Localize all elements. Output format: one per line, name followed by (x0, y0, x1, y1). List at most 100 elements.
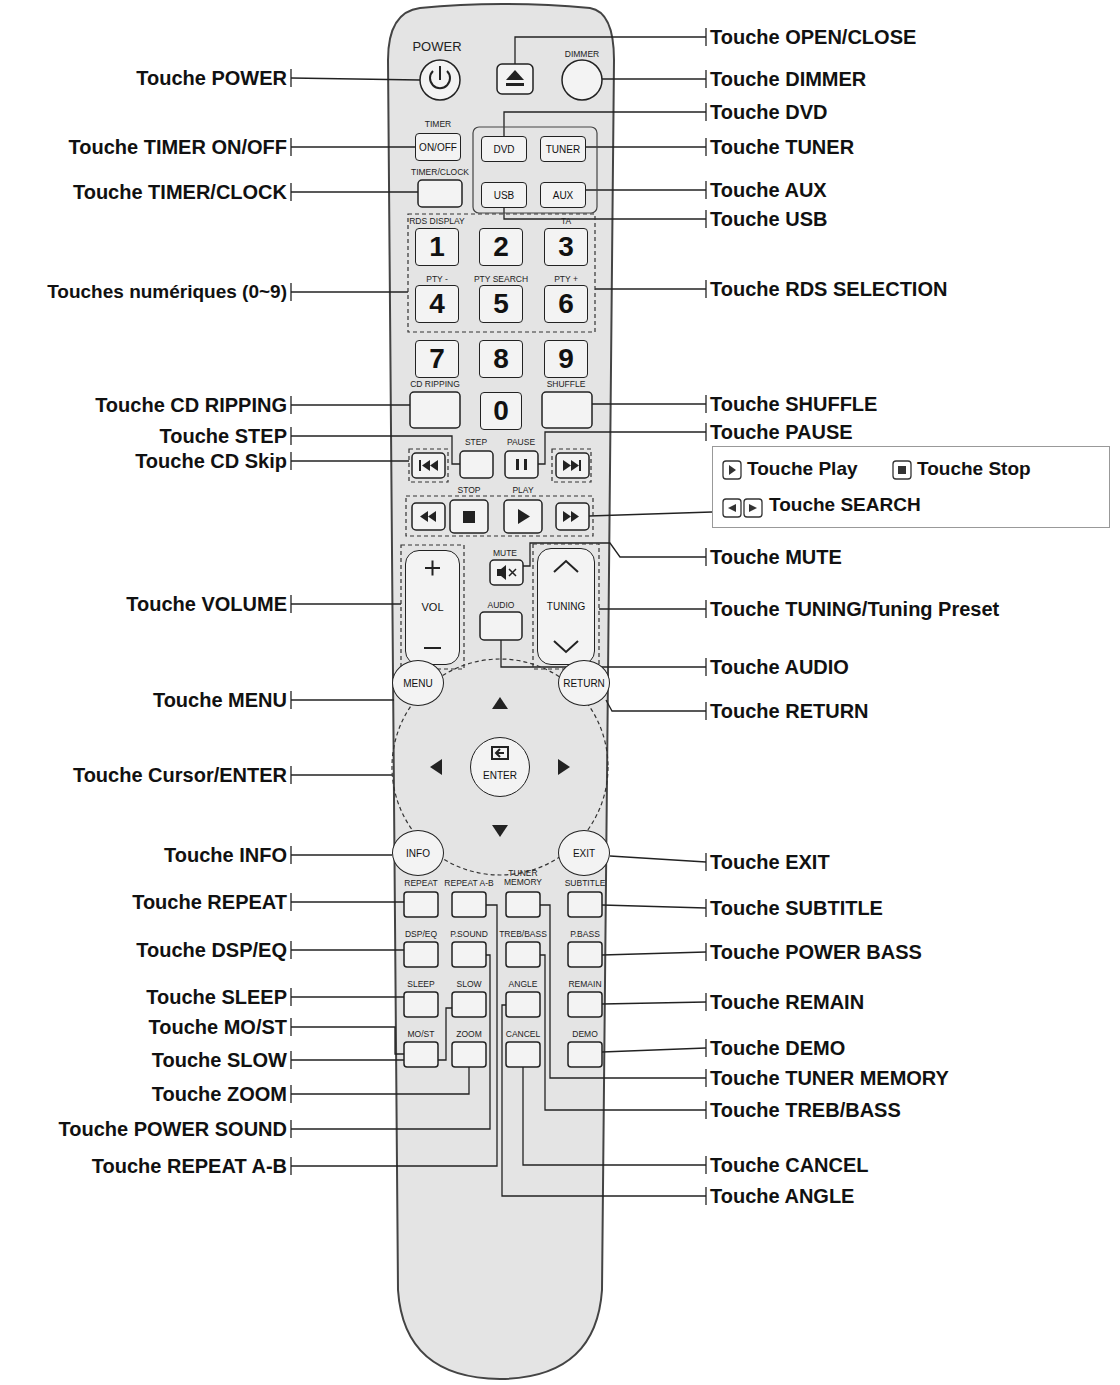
button-key: EXIT (558, 830, 610, 876)
remote-part (723, 461, 741, 479)
key-label: 6 (558, 289, 574, 320)
key-caption: TUNER MEMORY (503, 869, 543, 887)
key-caption: P.SOUND (450, 930, 488, 939)
remote-part (568, 942, 602, 967)
remote-part (705, 1101, 706, 1119)
callout-label: Touche ANGLE (710, 1186, 854, 1207)
remote-part (562, 60, 602, 100)
remote-part (705, 899, 706, 917)
remote-part (705, 1039, 706, 1057)
remote-part (290, 1120, 291, 1138)
remote-part (705, 943, 706, 961)
key-caption: TIMER/CLOCK (411, 168, 469, 177)
key-caption: PTY - (426, 275, 448, 284)
key-label: RETURN (563, 678, 605, 689)
remote-part (450, 500, 488, 533)
remote-part (705, 103, 706, 121)
callout-label: Touche USB (710, 209, 827, 230)
remote-part (291, 996, 404, 997)
remote-part (571, 511, 579, 522)
button-key: TUNING (537, 548, 595, 665)
remote-part (418, 180, 462, 207)
key-caption: PLAY (512, 486, 533, 495)
button-key: 5 (479, 285, 523, 323)
callout-label: Touche TUNER MEMORY (710, 1068, 949, 1089)
key-label: 3 (558, 232, 574, 263)
key-caption: ZOOM (456, 1030, 482, 1039)
remote-part (291, 854, 392, 855)
remote-part (729, 465, 736, 475)
remote-part (290, 427, 291, 445)
callout-label: Touche DIMMER (710, 69, 866, 90)
key-caption: RDS DISPLAY (409, 217, 465, 226)
button-key: 4 (415, 285, 459, 323)
key-caption: MUTE (493, 549, 517, 558)
remote-part (571, 460, 579, 471)
remote-part (515, 37, 706, 64)
remote-part (430, 460, 438, 471)
key-caption: SLOW (456, 980, 481, 989)
key-label: USB (494, 190, 515, 201)
remote-part (409, 449, 448, 482)
callout-label: Touche REPEAT (132, 892, 287, 913)
button-key: 7 (415, 340, 459, 378)
key-caption: TIMER (425, 120, 451, 129)
remote-part (408, 214, 595, 332)
key-symbol (470, 737, 530, 797)
key-label: DVD (493, 144, 514, 155)
remote-part (893, 461, 911, 479)
remote-part (602, 1002, 706, 1004)
remote-part (602, 1048, 706, 1052)
remote-part (463, 511, 475, 523)
remote-part (556, 503, 589, 530)
remote-part (509, 569, 516, 576)
key-label: 2 (493, 232, 509, 263)
key-label: 5 (493, 289, 509, 320)
callout-label: Touche DEMO (710, 1038, 845, 1059)
callout-label: Touche TIMER ON/OFF (68, 137, 287, 158)
remote-part (524, 459, 527, 470)
remote-part (502, 1005, 706, 1196)
remote-part (291, 699, 394, 700)
remote-part (705, 993, 706, 1011)
key-label: 9 (558, 344, 574, 375)
remote-part (705, 210, 706, 228)
remote-part (558, 759, 570, 775)
button-key: 0 (480, 392, 522, 430)
remote-part (705, 181, 706, 199)
remote-part (452, 892, 486, 917)
remote-part (452, 1042, 486, 1067)
callout-label: Touche CD Skip (135, 451, 287, 472)
key-label: TUNING (547, 601, 585, 612)
remote-part (705, 702, 706, 720)
key-label: ON/OFF (419, 142, 457, 153)
remote-part (563, 511, 571, 522)
callout-label: Touche RDS SELECTION (710, 279, 947, 300)
remote-part (290, 183, 291, 201)
remote-part (291, 146, 415, 147)
callout-label: Touche CD RIPPING (95, 395, 287, 416)
remote-part (705, 280, 706, 298)
remote-part (592, 403, 706, 404)
remote-part (705, 600, 706, 618)
remote-part (898, 466, 906, 474)
remote-part (705, 70, 706, 88)
key-caption: DSP/EQ (405, 930, 437, 939)
key-caption: CANCEL (506, 1030, 540, 1039)
remote-part (705, 395, 706, 413)
remote-part (705, 423, 706, 441)
button-key: TUNER (540, 136, 586, 162)
key-caption: PAUSE (507, 438, 535, 447)
key-caption: MO/ST (408, 1030, 435, 1039)
remote-part (504, 500, 542, 533)
remote-part (595, 288, 706, 289)
callout-label: Touche REPEAT A-B (92, 1156, 287, 1177)
remote-part (419, 460, 421, 471)
remote-part (412, 453, 445, 478)
remote-part (518, 509, 530, 524)
callout-label: Touche MO/ST (148, 1017, 287, 1038)
callout-label: Touche REMAIN (710, 992, 864, 1013)
remote-part (542, 392, 592, 428)
key-caption: P.BASS (570, 930, 600, 939)
callout-label: Touche POWER SOUND (58, 1119, 287, 1140)
